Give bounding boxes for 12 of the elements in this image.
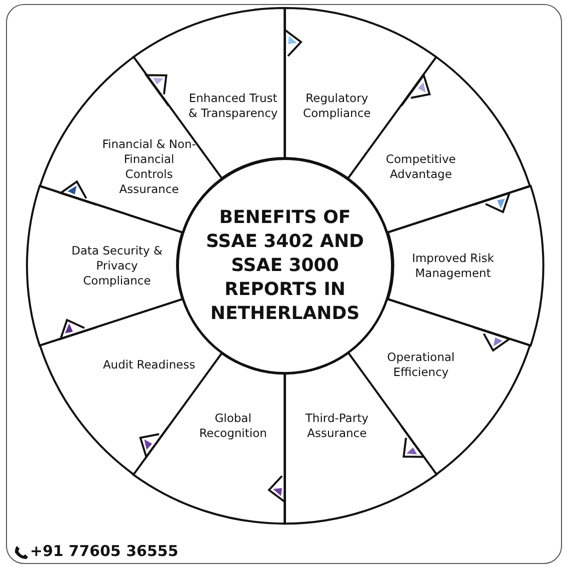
segment-label: Operational Efficiency bbox=[386, 350, 456, 380]
center-title: BENEFITS OF SSAE 3402 AND SSAE 3000 REPORTS IN NETHERLANDS bbox=[205, 206, 365, 326]
segment-label: Data Security & Privacy Compliance bbox=[70, 243, 164, 288]
segment-label: Enhanced Trust & Transparency bbox=[187, 91, 279, 122]
segment-label: Third-Party Assurance bbox=[304, 410, 370, 441]
segment-label: Audit Readiness bbox=[102, 357, 196, 372]
segment-label: Global Recognition bbox=[198, 410, 268, 441]
phone-number: +91 77605 36555 bbox=[30, 542, 178, 560]
segment-label: Regulatory Compliance bbox=[302, 91, 372, 122]
segment-label: Financial & Non-Financial Controls Assurance bbox=[101, 137, 197, 198]
segment-label: Improved Risk Management bbox=[410, 250, 496, 281]
segment-label: Competitive Advantage bbox=[384, 152, 457, 182]
